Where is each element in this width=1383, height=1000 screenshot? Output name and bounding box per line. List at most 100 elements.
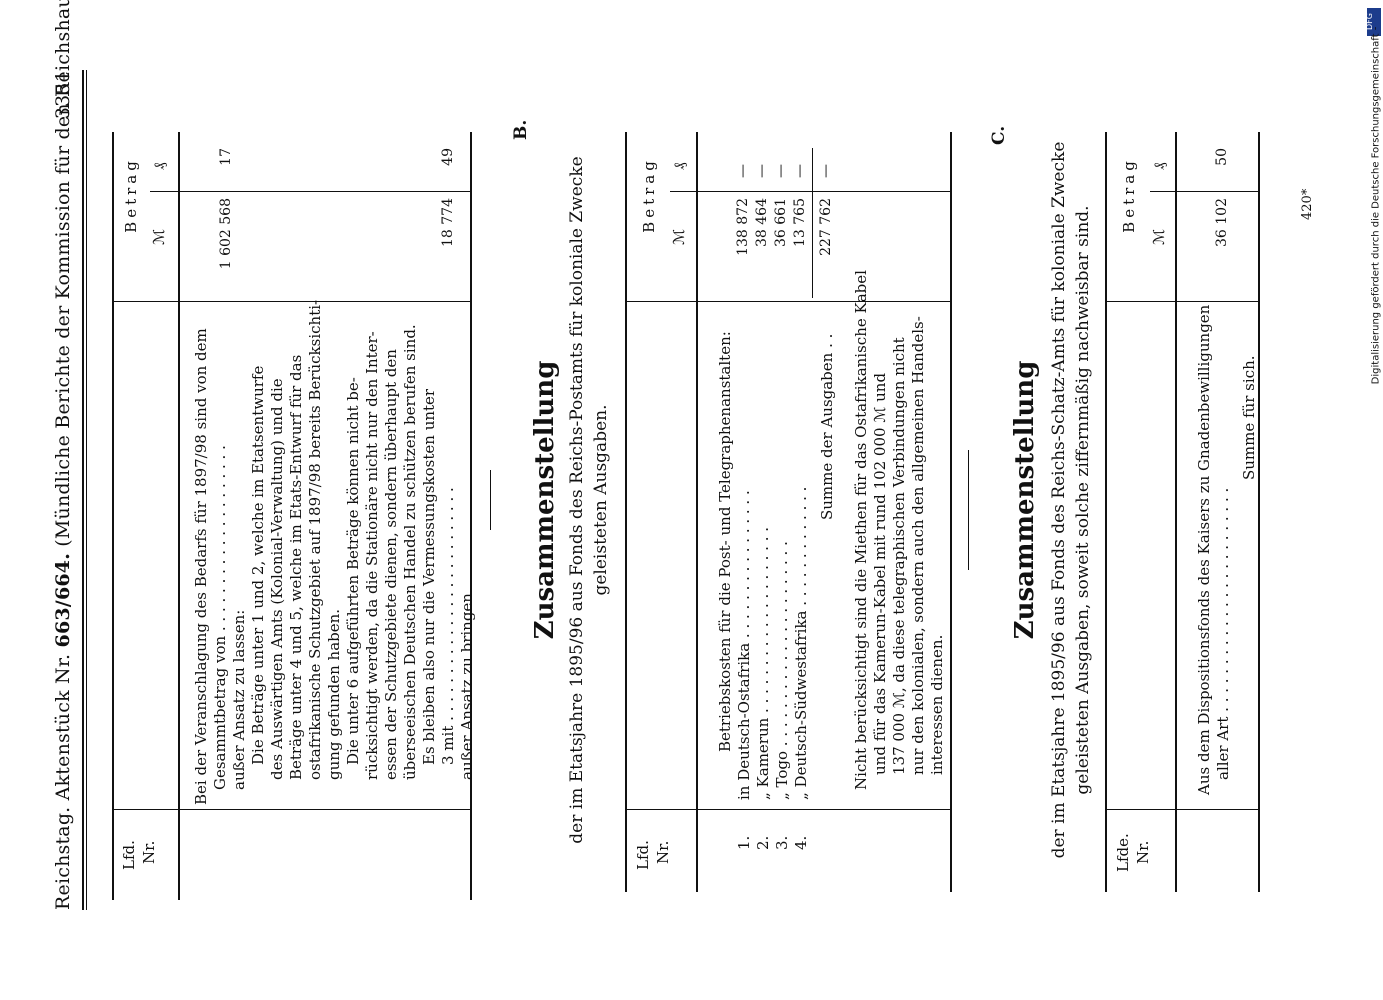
b-row-2-nr: 2. — [754, 835, 772, 850]
table-b-bottom-rule — [950, 132, 952, 892]
b-row-1-mark: 138 872 — [735, 198, 751, 256]
header-left: Reichstag. Aktenstück Nr. — [52, 653, 74, 910]
col-lfd: Lfd. — [120, 840, 138, 870]
c-mark: 36 102 — [1214, 198, 1230, 247]
section-b-letter: B. — [511, 119, 531, 140]
table-c-col-sep-3 — [1150, 191, 1260, 192]
table-b-col-sep-2 — [625, 301, 952, 302]
b-note-4: interessen dienen. — [928, 634, 946, 775]
a-line-8: Die unter 6 aufgeführten Beträge können … — [344, 377, 362, 765]
col-pf: ₰ — [150, 162, 168, 171]
section-c-subtitle-1: der im Etatsjahre 1895/96 aus Fonds des … — [1049, 141, 1069, 859]
a-line-11: überseeischen Deutschen Handel zu schütz… — [401, 324, 419, 780]
b-note-1: und für das Kamerun-Kabel mit rund 102 0… — [871, 372, 889, 775]
b-row-4-mark: 13 765 — [792, 198, 808, 247]
a-line-9: rücksichtigt werden, da die Stationäre n… — [363, 331, 381, 780]
b-row-3-label: „ Togo . . . . . . . . . . . . . . . . .… — [773, 541, 791, 800]
table-a-header-rule — [178, 132, 180, 900]
b-col-mark: ℳ — [670, 228, 688, 245]
section-c-title: Zusammenstellung — [1010, 360, 1040, 640]
c-line-2: aller Art . . . . . . . . . . . . . . . … — [1214, 487, 1232, 780]
digitization-notice: Digitalisierung gefördert durch die Deut… — [1366, 10, 1382, 390]
b-note-2: 137 000 ℳ, da diese telegraphischen Verb… — [890, 337, 908, 775]
b-row-4-nr: 4. — [792, 835, 810, 850]
a-line-2: außer Ansatz zu lassen: — [230, 609, 248, 790]
c-pf: 50 — [1214, 148, 1230, 166]
table-b-col-sep-1 — [625, 809, 952, 810]
a-line-1: Gesammtbetrag von . . . . . . . . . . . … — [211, 445, 229, 790]
table-c-col-sep-2 — [1105, 301, 1260, 302]
b-sum-rule — [812, 148, 813, 298]
dfg-logo: DFG — [1365, 8, 1381, 36]
section-b-title: Zusammenstellung — [530, 360, 560, 640]
a-line-13: 3 mit . . . . . . . . . . . . . . . . . … — [439, 487, 457, 765]
b-intro: Betriebskosten für die Post- und Telegra… — [716, 331, 734, 752]
table-c-top-rule — [1105, 132, 1107, 892]
b-row-3-nr: 3. — [773, 835, 791, 850]
b-note-3: nur den kolonialen, sondern auch den all… — [909, 316, 927, 775]
c-sum-label: Summe für sich. — [1240, 355, 1258, 480]
a-line-4: des Auswärtigen Amts (Kolonial-Verwaltun… — [268, 378, 286, 780]
table-c-header-rule — [1175, 132, 1177, 892]
b-row-4-label: „ Deutsch-Südwestafrika . . . . . . . . … — [792, 486, 810, 800]
b-col-nr: Nr. — [654, 840, 672, 864]
table-c-col-sep-1 — [1105, 809, 1260, 810]
a-line-5: Beträge unter 4 und 5, welche im Etats-E… — [287, 354, 305, 780]
a-amount1-pf: 17 — [218, 148, 234, 166]
b-sum-label: Summe der Ausgaben . . — [818, 333, 836, 520]
b-row-3-mark: 36 661 — [773, 198, 789, 247]
col-nr: Nr. — [140, 840, 158, 864]
table-a-bottom-rule — [470, 132, 472, 900]
table-a-col-sep-2 — [112, 301, 472, 302]
running-header: Reichstag. Aktenstück Nr. 663/664. (Münd… — [52, 0, 74, 910]
c-col-pf: ₰ — [1150, 162, 1168, 171]
c-col-nr: Nr. — [1134, 840, 1152, 864]
c-line-1: Aus dem Dispositionsfonds des Kaisers zu… — [1195, 304, 1213, 795]
header-rule — [82, 70, 84, 910]
c-col-lfd: Lfde. — [1114, 833, 1132, 872]
table-a-col-sep-1 — [112, 809, 472, 810]
a-amount2-pf: 49 — [440, 148, 456, 166]
b-sum-pf: — — [818, 164, 834, 178]
table-b-header-rule — [696, 132, 698, 892]
b-note-0: Nicht berücksichtigt sind die Miethen fü… — [852, 270, 870, 790]
a-line-14: außer Ansatz zu bringen. — [458, 588, 476, 780]
b-row-4-pf: — — [792, 164, 808, 178]
page-number: 3351 — [52, 70, 74, 120]
b-row-1-pf: — — [735, 164, 751, 178]
table-b-top-rule — [625, 132, 627, 892]
a-line-3: Die Beträge unter 1 und 2, welche im Eta… — [249, 365, 267, 765]
section-b-subtitle-1: der im Etatsjahre 1895/96 aus Fonds des … — [567, 156, 587, 844]
table-b-col-sep-3 — [670, 191, 952, 192]
b-col-betrag: Betrag — [640, 157, 658, 233]
a-line-10: essen der Schutzgebiete dienen, sondern … — [382, 349, 400, 780]
c-col-betrag: Betrag — [1120, 157, 1138, 233]
b-row-1-nr: 1. — [735, 835, 753, 850]
b-row-3-pf: — — [773, 164, 789, 178]
header-nr: 663/664. — [52, 552, 74, 648]
table-c-bottom-rule — [1258, 132, 1260, 892]
table-a-col-sep-3 — [150, 191, 472, 192]
col-betrag: Betrag — [122, 157, 140, 233]
sheet-mark: 420* — [1300, 188, 1315, 220]
a-line-6: ostafrikanische Schutzgebiet auf 1897/98… — [306, 299, 324, 780]
a-line-12: Es bleiben also nur die Vermessungskoste… — [420, 388, 438, 765]
b-sum-mark: 227 762 — [818, 198, 834, 256]
separator-a-b — [490, 470, 491, 530]
col-mark: ℳ — [150, 228, 168, 245]
digitization-notice-text: Digitalisierung gefördert durch die Deut… — [1370, 26, 1382, 385]
b-row-2-label: „ Kamerun . . . . . . . . . . . . . . . … — [754, 526, 772, 800]
section-c-subtitle-2: geleisteten Ausgaben, soweit solche ziff… — [1073, 205, 1093, 795]
b-row-2-mark: 38 464 — [754, 198, 770, 247]
header-rule-2 — [86, 70, 87, 910]
a-line-0: Bei der Veranschlagung des Bedarfs für 1… — [192, 328, 210, 805]
a-line-7: gung gefunden haben. — [325, 608, 343, 780]
b-col-lfd: Lfd. — [634, 840, 652, 870]
a-amount1-mark: 1 602 568 — [218, 198, 234, 270]
section-c-letter: C. — [989, 125, 1009, 145]
separator-b-c — [968, 450, 969, 570]
a-amount2-mark: 18 774 — [440, 198, 456, 247]
section-b-subtitle-2: geleisteten Ausgaben. — [591, 404, 611, 596]
b-row-2-pf: — — [754, 164, 770, 178]
